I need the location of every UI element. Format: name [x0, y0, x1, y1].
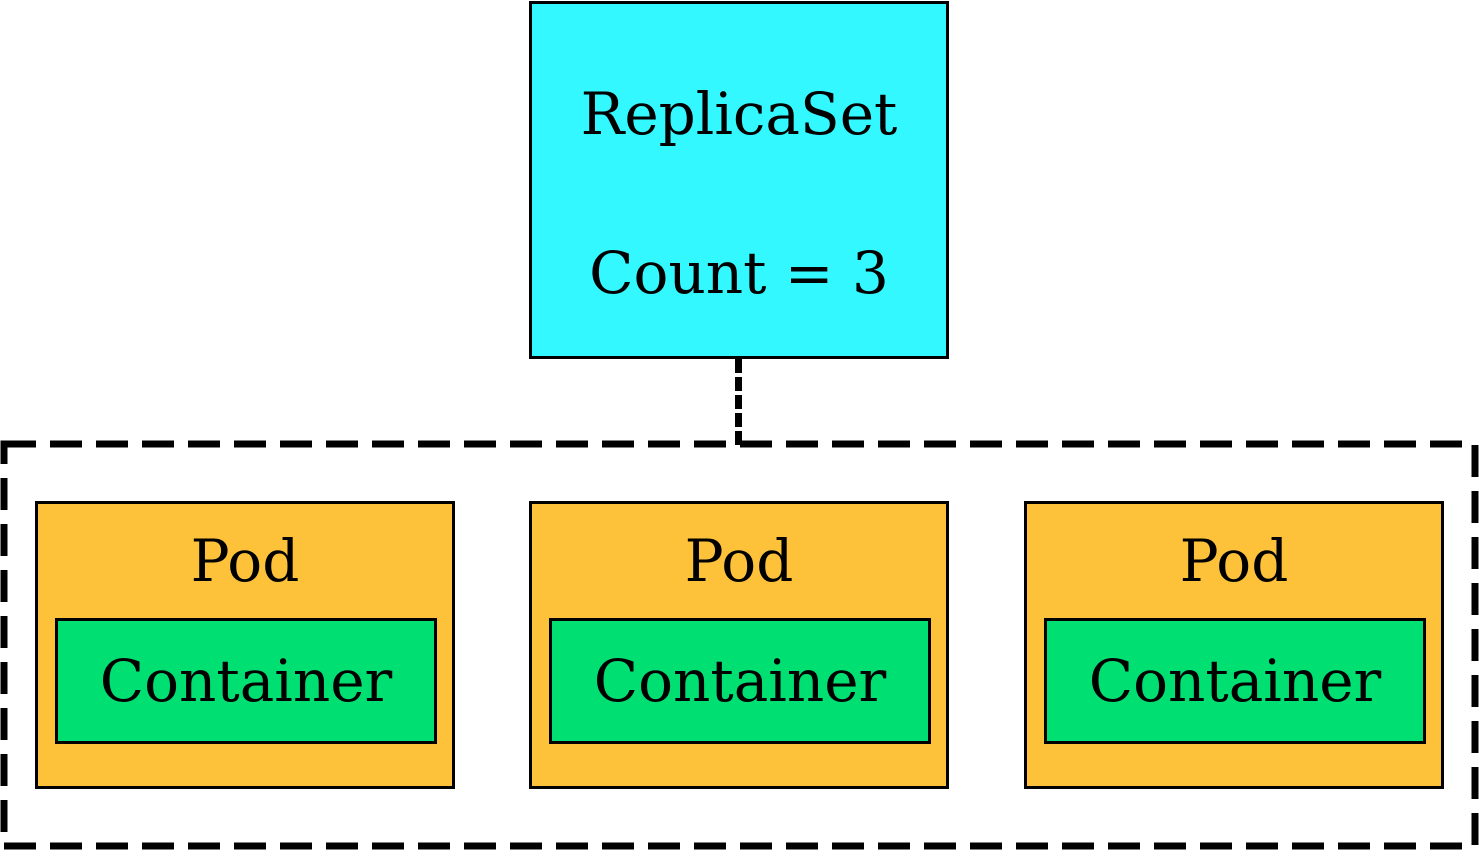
container-node: Container	[549, 618, 931, 744]
replicaset-node: ReplicaSet Count = 3	[529, 1, 949, 359]
replicaset-title: ReplicaSet	[580, 80, 898, 148]
container-node: Container	[1044, 618, 1426, 744]
replicaset-count: Count = 3	[589, 239, 889, 307]
container-node: Container	[55, 618, 437, 744]
container-label: Container	[99, 647, 393, 715]
pod-label: Pod	[1179, 527, 1289, 595]
pod-node: Pod Container	[35, 501, 455, 789]
container-label: Container	[1088, 647, 1382, 715]
pod-label: Pod	[190, 527, 300, 595]
pod-node: Pod Container	[529, 501, 949, 789]
replicaset-connector	[735, 359, 742, 445]
container-label: Container	[593, 647, 887, 715]
pod-label: Pod	[684, 527, 794, 595]
pod-node: Pod Container	[1024, 501, 1444, 789]
